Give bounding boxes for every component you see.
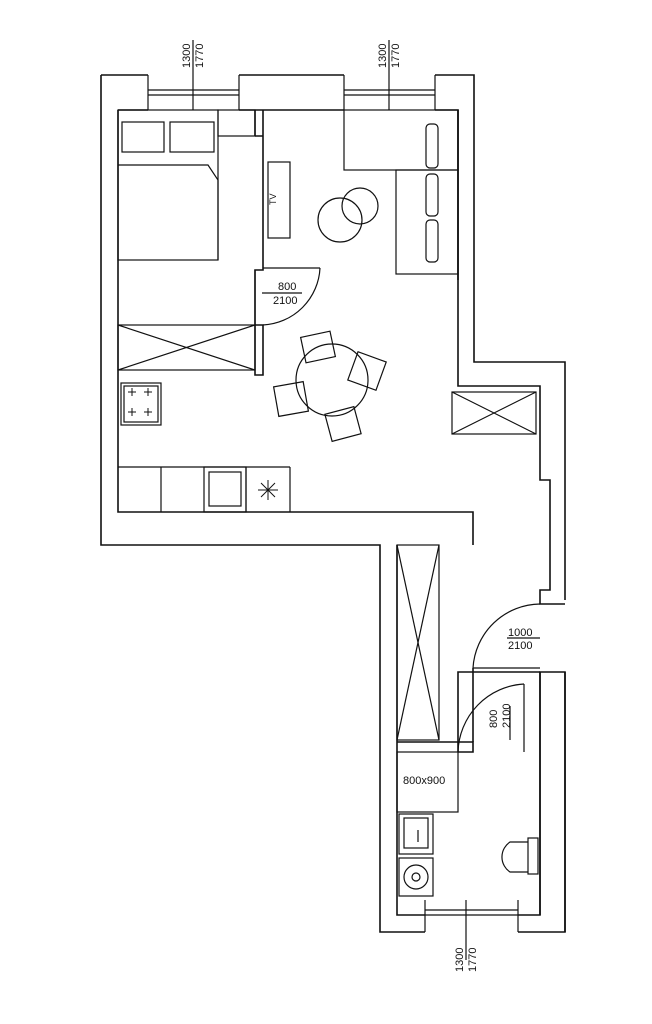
door-bath-width: 800 bbox=[488, 710, 500, 728]
door-room-height: 2100 bbox=[273, 295, 297, 307]
washing-machine bbox=[398, 857, 434, 897]
sofa bbox=[343, 109, 459, 275]
pillow-right bbox=[169, 121, 215, 153]
burners bbox=[128, 388, 152, 416]
window-top-left bbox=[147, 40, 240, 110]
coffee-tables bbox=[317, 187, 379, 243]
inner-wall-outline bbox=[117, 109, 566, 932]
nightstand bbox=[217, 109, 256, 137]
door-entry-height: 2100 bbox=[508, 640, 532, 652]
pillow-left bbox=[121, 121, 165, 153]
washbasin bbox=[398, 813, 434, 855]
chair-top bbox=[299, 330, 337, 364]
door-bedroom bbox=[254, 267, 321, 326]
fridge-icon bbox=[258, 480, 278, 500]
chair-right bbox=[347, 351, 387, 391]
kitchen-sink bbox=[203, 466, 247, 513]
window-bottom bbox=[424, 900, 519, 960]
outer-wall-outline bbox=[100, 74, 566, 933]
sofa-cushion-3 bbox=[425, 219, 439, 263]
wardrobe-corridor bbox=[396, 544, 440, 741]
door-room-width: 800 bbox=[278, 281, 296, 293]
door-entry-width: 1000 bbox=[508, 627, 532, 639]
chair-bottom bbox=[324, 405, 362, 443]
window-top-right-height: 1770 bbox=[390, 44, 402, 68]
window-top-left-height: 1770 bbox=[194, 44, 206, 68]
walls bbox=[100, 74, 566, 933]
kitchen bbox=[118, 382, 291, 513]
bed-cover bbox=[118, 164, 219, 260]
door-bath-height: 2100 bbox=[501, 704, 513, 728]
shower-label: 800x900 bbox=[403, 775, 445, 787]
bathroom-wall bbox=[457, 668, 541, 915]
toilet bbox=[501, 837, 539, 875]
sofa-cushion-1 bbox=[425, 123, 439, 169]
door-bathroom bbox=[457, 683, 525, 753]
window-bottom-height: 1770 bbox=[467, 948, 479, 972]
window-top-right-width: 1300 bbox=[377, 44, 389, 68]
shower bbox=[396, 751, 459, 813]
bed bbox=[117, 109, 219, 261]
wardrobe-hall bbox=[451, 391, 537, 435]
window-top-left-width: 1300 bbox=[181, 44, 193, 68]
tv-label: TV bbox=[268, 193, 278, 205]
wardrobe-bedroom bbox=[117, 324, 256, 371]
dining-set bbox=[272, 330, 387, 443]
window-top-right bbox=[343, 40, 436, 110]
dimension-labels: 1300 1770 1300 1770 1300 1770 800 2100 1… bbox=[181, 44, 532, 972]
chair-left bbox=[272, 380, 310, 418]
stove bbox=[120, 382, 162, 426]
sofa-cushion-2 bbox=[425, 173, 439, 217]
partition-wall-bedroom bbox=[254, 110, 264, 325]
door-entry bbox=[472, 603, 541, 669]
window-bottom-width: 1300 bbox=[454, 948, 466, 972]
partition-wall-kitchen bbox=[254, 324, 264, 376]
tv-stand bbox=[267, 161, 291, 239]
